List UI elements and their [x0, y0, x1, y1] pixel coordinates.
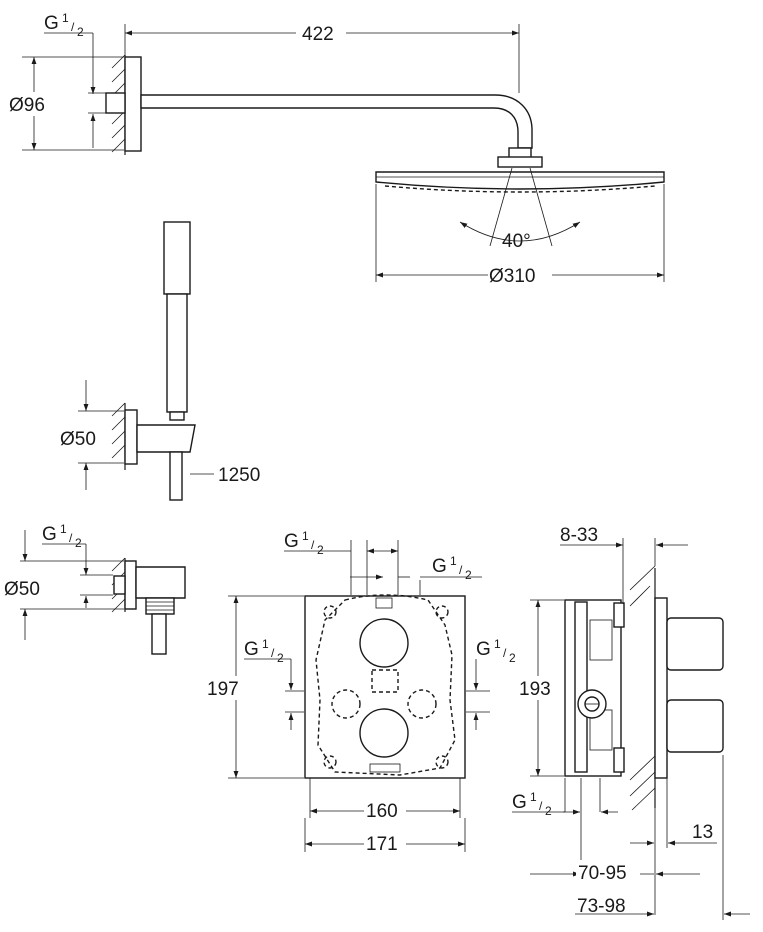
svg-text:1: 1 [494, 637, 501, 651]
mixer-front-view: 197 160 171 G 1 / 2 G 1 / 2 G 1 / [205, 529, 516, 856]
svg-text:/: / [69, 531, 73, 545]
hand-shower-holder [136, 424, 196, 453]
hand-shower [163, 221, 191, 295]
arm-length-label: 422 [302, 24, 334, 45]
svg-text:2: 2 [77, 25, 84, 39]
wall-outlet-view: G 1 / 2 Ø50 [4, 522, 186, 655]
outlet-diameter-label: Ø50 [4, 579, 40, 600]
side-bottom-thread-label: G [512, 792, 527, 813]
svg-text:/: / [503, 646, 507, 660]
side-height-label: 193 [519, 679, 551, 700]
svg-text:1: 1 [530, 790, 537, 804]
side-knob-bottom [666, 699, 724, 753]
hand-shower-view: Ø50 1250 [60, 221, 260, 501]
wall-outlet-elbow [135, 566, 186, 599]
head-diameter-label: Ø310 [489, 266, 535, 287]
mixer-side-view: 8-33 193 G 1 / 2 13 70-95 [512, 525, 750, 920]
temperature-knob [359, 618, 409, 668]
svg-text:2: 2 [317, 543, 324, 557]
shower-head [375, 171, 665, 190]
front-right-thread-label: G [476, 639, 491, 660]
svg-text:/: / [71, 20, 75, 34]
hose-length-label: 1250 [218, 465, 260, 486]
svg-text:1: 1 [262, 637, 269, 651]
arm-wall-flange [124, 56, 142, 152]
side-range-a-label: 70-95 [578, 863, 627, 884]
shower-arm [140, 94, 533, 149]
front-top-right-thread-label: G [432, 556, 447, 577]
svg-text:/: / [459, 563, 463, 577]
front-height-label: 197 [207, 679, 239, 700]
side-plate [654, 597, 668, 779]
holder-diameter-label: Ø50 [60, 429, 96, 450]
svg-text:/: / [539, 799, 543, 813]
mixer-body [564, 599, 622, 777]
outlet-thread-label: G [42, 524, 57, 545]
side-plate-label: 13 [692, 822, 713, 843]
svg-text:/: / [311, 538, 315, 552]
svg-text:2: 2 [545, 804, 552, 818]
svg-text:2: 2 [277, 651, 284, 665]
svg-text:1: 1 [62, 11, 69, 25]
side-knob-top [666, 617, 724, 671]
front-left-thread-label: G [244, 639, 259, 660]
front-inner-width-label: 160 [366, 801, 398, 822]
flow-knob [359, 708, 409, 758]
svg-text:2: 2 [75, 536, 82, 550]
svg-text:/: / [271, 646, 275, 660]
wall-hatch-side [629, 565, 656, 811]
side-range-b-label: 73-98 [577, 896, 626, 917]
svg-text:1: 1 [60, 522, 67, 536]
shower-hose [169, 451, 183, 501]
svg-text:1: 1 [302, 529, 309, 543]
svg-text:2: 2 [465, 568, 472, 582]
shower-arm-view: 40° 422 G 1 / 2 Ø96 Ø310 [8, 11, 665, 287]
front-top-left-thread-label: G [284, 531, 299, 552]
wall-hatch-mid [111, 402, 126, 470]
svg-text:1: 1 [450, 554, 457, 568]
front-outer-width-label: 171 [366, 834, 398, 855]
spray-angle-label: 40° [502, 231, 531, 252]
arm-thread-label: G [44, 13, 59, 34]
side-depth-range-label: 8-33 [560, 525, 598, 546]
flange-diameter-label: Ø96 [9, 95, 45, 116]
svg-text:2: 2 [509, 651, 516, 665]
